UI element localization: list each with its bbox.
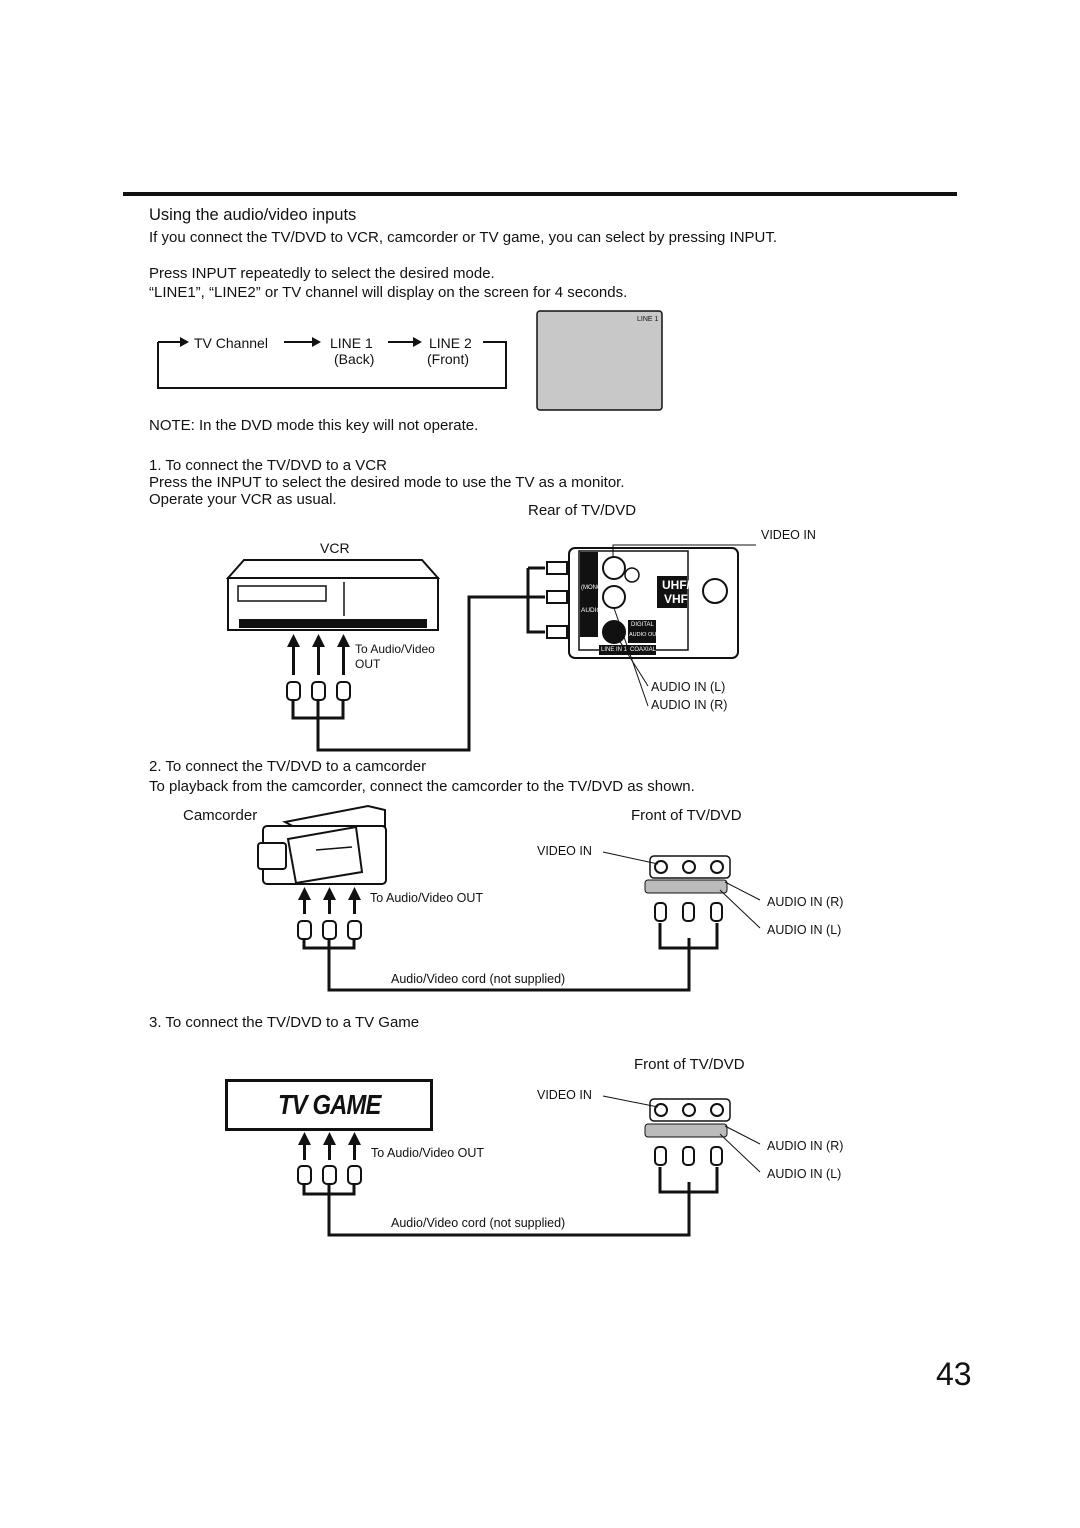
vcr-plugs [286,681,351,701]
vcr-out-arrows [287,634,350,675]
vcr-desc1: Press the INPUT to select the desired mo… [149,474,625,491]
note-text: NOTE: In the DVD mode this key will not … [149,417,479,434]
vcr-device [225,559,441,631]
vcr-cables [291,566,545,752]
tvgame-cord-label: Audio/Video cord (not supplied) [391,1216,566,1230]
mode-line2: LINE 2 [429,335,472,351]
tvgame-audio-in-l-label: AUDIO IN (L) [767,1167,842,1181]
mode-tv-channel: TV Channel [194,335,268,351]
camcorder-out-arrows [298,887,361,914]
rear-audio-in-l-label: AUDIO IN (L) [651,680,726,694]
vcr-out-label2: OUT [355,657,381,671]
panel-uhf-label: UHF/ [662,578,690,592]
header-rule [123,192,957,196]
tvgame-video-in-label: VIDEO IN [537,1088,592,1102]
camcorder-plugs [297,920,362,940]
panel-coaxial-label: COAXIAL [630,647,657,653]
panel-line-in-label: LINE IN 1 [601,647,628,653]
camcorder-label: Camcorder [183,807,258,824]
tvgame-out-arrows [298,1132,361,1160]
mode-line1-sub: (Back) [334,351,375,367]
tvgame-leader-lines [602,1095,761,1173]
rear-audio-in-r-label: AUDIO IN (R) [651,698,728,712]
camcorder-audio-in-r-label: AUDIO IN (R) [767,895,844,909]
screen-preview [536,310,663,411]
tvgame-plugs [297,1165,362,1185]
camcorder-desc: To playback from the camcorder, connect … [149,778,695,795]
mode-line2-sub: (Front) [427,351,469,367]
tvgame-front-label: Front of TV/DVD [634,1056,745,1073]
rear-panel [546,547,739,659]
camcorder-video-in-label: VIDEO IN [537,844,592,858]
panel-digital-label: DIGITAL [631,622,654,628]
press-input-text: Press INPUT repeatedly to select the des… [149,265,495,282]
page-number: 43 [936,1356,972,1392]
intro-text: If you connect the TV/DVD to VCR, camcor… [149,229,778,246]
rear-leader-lines [612,544,756,707]
camcorder-front-label: Front of TV/DVD [631,807,742,824]
vcr-desc2: Operate your VCR as usual. [149,491,337,508]
cycle-arrowheads [180,337,422,347]
tvgame-audio-in-r-label: AUDIO IN (R) [767,1139,844,1153]
tvgame-cables [302,1167,719,1237]
panel-vhf-label: VHF [664,592,688,606]
vcr-heading: 1. To connect the TV/DVD to a VCR [149,457,387,474]
mode-line1: LINE 1 [330,335,373,351]
tvgame-device: TV GAME [225,1079,433,1131]
camcorder-cord-label: Audio/Video cord (not supplied) [391,972,566,986]
front-panel-camcorder [644,855,731,922]
display-info-text: “LINE1”, “LINE2” or TV channel will disp… [149,284,628,301]
front-panel-tvgame [644,1098,731,1166]
rear-video-in-label: VIDEO IN [761,528,816,542]
camcorder-cables [302,923,719,992]
camcorder-heading: 2. To connect the TV/DVD to a camcorder [149,758,427,775]
tvgame-heading: 3. To connect the TV/DVD to a TV Game [149,1014,420,1031]
camcorder-out-label: To Audio/Video OUT [370,891,484,905]
tvgame-out-label: To Audio/Video OUT [371,1146,485,1160]
panel-mono-label: (MONO) [581,585,604,591]
vcr-label: VCR [320,540,350,556]
camcorder-audio-in-l-label: AUDIO IN (L) [767,923,842,937]
vcr-out-label1: To Audio/Video [355,642,435,656]
camcorder-device [257,804,387,885]
tvgame-device-label: TV GAME [277,1089,381,1120]
section-title: Using the audio/video inputs [149,206,357,224]
camcorder-leader-lines [602,851,761,929]
mode-cycle-loop [157,341,507,389]
panel-audio-out-label: AUDIO OUT [629,632,660,638]
rear-of-tv-label: Rear of TV/DVD [528,502,637,519]
screen-line1-label: LINE 1 [637,316,659,323]
panel-audio-label: AUDIO [581,607,602,614]
